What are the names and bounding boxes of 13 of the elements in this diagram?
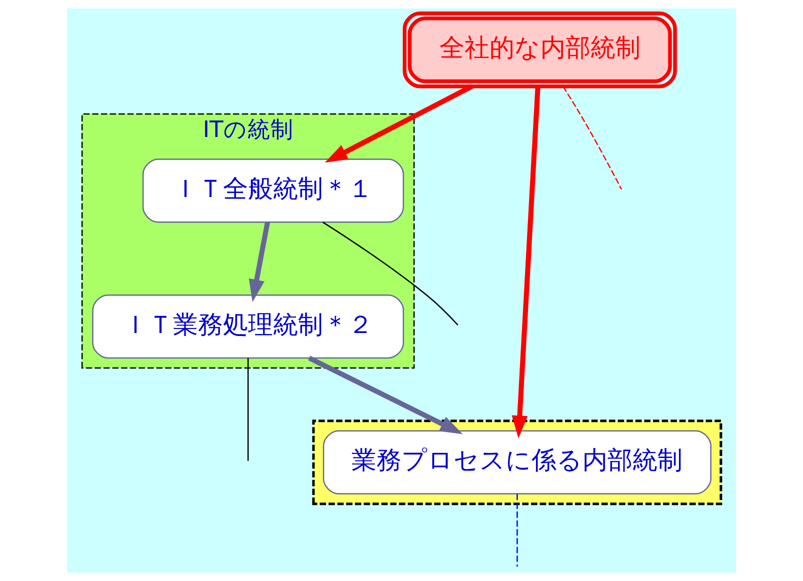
- arrow: [324, 84, 474, 163]
- node-box: 業務プロセスに係る内部統制: [322, 430, 712, 494]
- node-box: ＩＴ全般統制＊１: [142, 158, 404, 223]
- connector: [562, 86, 622, 190]
- connector: [516, 494, 518, 567]
- connector: [247, 358, 249, 461]
- cluster: [312, 420, 722, 506]
- arrow: [248, 222, 270, 302]
- arrow: [512, 86, 540, 438]
- arrow: [308, 356, 463, 434]
- node-box: ＩＴ業務処理統制＊２: [92, 294, 404, 359]
- node-box: 全社的な内部統制: [402, 12, 677, 88]
- connector: [322, 222, 458, 326]
